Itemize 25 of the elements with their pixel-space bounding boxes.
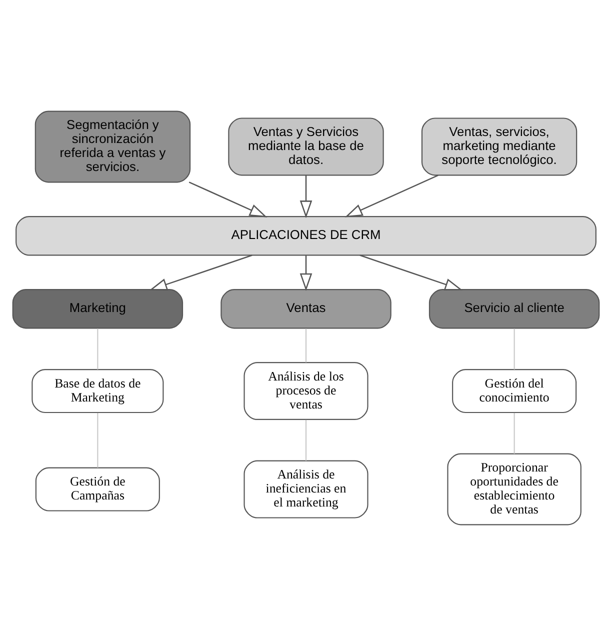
arrow bbox=[300, 174, 312, 218]
node-box: Ventas bbox=[220, 288, 392, 328]
connector bbox=[97, 412, 98, 468]
node-box: Análisis de los procesos de ventas bbox=[244, 362, 368, 420]
arrow bbox=[300, 255, 312, 291]
arrow bbox=[188, 181, 268, 217]
node-box: Segmentación y sincronización referida a ventas y servicios. bbox=[34, 110, 191, 182]
node-box: Base de datos de Marketing bbox=[32, 368, 164, 413]
arrow bbox=[150, 254, 252, 290]
node-box: Marketing bbox=[12, 288, 184, 328]
node-box: Gestión de Campañas bbox=[35, 466, 160, 511]
node-box: Servicio al cliente bbox=[428, 288, 600, 328]
connector bbox=[514, 328, 515, 370]
node-box: APLICACIONES DE CRM bbox=[16, 215, 596, 256]
connector bbox=[305, 419, 307, 460]
node-box: Proporcionar oportunidades de establecimiento de ventas bbox=[447, 452, 582, 525]
arrow bbox=[344, 174, 438, 217]
node-box: Gestión del conocimiento bbox=[452, 368, 577, 413]
connector bbox=[514, 412, 515, 454]
connector bbox=[305, 328, 307, 362]
connector bbox=[97, 328, 98, 370]
node-box: Ventas, servicios, marketing mediante soporte tecnológico. bbox=[421, 117, 578, 176]
arrow bbox=[360, 254, 462, 290]
node-box: Análisis de ineficiencias en el marketing bbox=[244, 460, 368, 518]
node-box: Ventas y Servicios mediante la base de datos. bbox=[228, 117, 384, 176]
